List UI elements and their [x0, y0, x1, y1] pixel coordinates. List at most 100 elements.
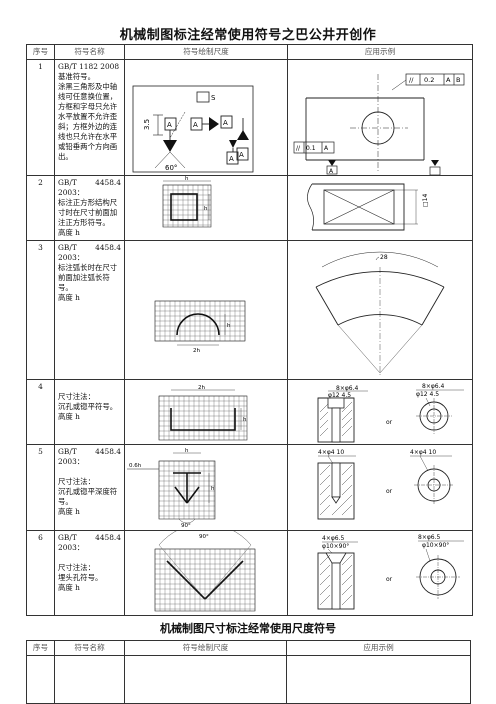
header-drawing: 符号绘制尺度 [124, 44, 288, 60]
table-row [26, 655, 471, 704]
description-line: 涂黑三角形及中轴线可任意换位置，方框和字母只允许水平放置不允许歪斜；方框外边的连… [58, 82, 118, 161]
symbol-drawing: 90° [124, 530, 288, 616]
svg-text:8×φ6.5: 8×φ6.5 [418, 534, 441, 541]
header-example: 应用示例 [287, 44, 473, 60]
svg-text:φ12 4.5: φ12 4.5 [416, 391, 439, 398]
svg-text:A: A [229, 155, 234, 163]
square-symbol-drawing: h h [162, 176, 212, 228]
page-title: 机械制图标注经常使用符号之巴公井开创作 [119, 28, 377, 43]
svg-text://: // [296, 145, 301, 152]
application-example: 4×φ6.5 φ10×90° or 8×φ6.5 φ10×90° [287, 530, 473, 616]
table-row: 4 尺寸注法： 沉孔或锪平符号。 高度 h 2h h [26, 379, 473, 445]
countersink-example-drawing: 4×φ6.5 φ10×90° or 8×φ6.5 φ10×90° [317, 534, 464, 610]
countersink-symbol-drawing: 90° [154, 531, 256, 612]
table-header-row: 序号 符号名称 符号绘制尺度 应用示例 [26, 640, 471, 656]
svg-text:h: h [227, 323, 231, 329]
svg-text:0.1: 0.1 [306, 145, 316, 152]
header-name: 符号名称 [54, 640, 125, 656]
arc-length-example-drawing: 28 [315, 251, 445, 375]
symbols-table: 序号 符号名称 符号绘制尺度 应用示例 1 GB/T 1182 2008 基准符… [26, 44, 473, 616]
svg-text:0.2: 0.2 [424, 76, 434, 84]
row-number: 2 [26, 175, 55, 241]
symbol-drawing: h 2h [124, 240, 288, 380]
svg-text:h: h [185, 448, 189, 454]
datum-example-drawing: // 0.2 A B // 0.1 A [293, 73, 465, 175]
counterbore-example-drawing: 8×φ6.4 φ12 4.5 or 8×φ6.4 φ12 4.5 [317, 383, 464, 443]
svg-text:4×φ6.5: 4×φ6.5 [322, 535, 345, 542]
svg-text:4×φ4 10: 4×φ4 10 [410, 449, 436, 456]
svg-text:A: A [193, 121, 198, 129]
svg-text:2h: 2h [198, 385, 205, 391]
header-example: 应用示例 [286, 640, 471, 656]
standard-code: GB/T 1182 2008 [58, 62, 120, 71]
svg-text:0.6h: 0.6h [129, 463, 142, 469]
svg-text:A: A [446, 76, 451, 84]
svg-text:or: or [386, 488, 393, 495]
row-number: 1 [26, 59, 55, 176]
application-example: 28 [287, 240, 473, 380]
dimension-symbols-table: 序号 符号名称 符号绘制尺度 应用示例 [26, 640, 471, 704]
row-number: 6 [26, 530, 55, 616]
svg-text:4×φ4 10: 4×φ4 10 [318, 449, 344, 456]
depth-symbol-drawing: 0.6h h h 90° [127, 448, 216, 529]
svg-text:A: A [324, 145, 329, 152]
row-number: 3 [26, 240, 55, 380]
svg-text:28: 28 [380, 254, 388, 261]
symbol-drawing: h h [124, 175, 288, 241]
table-header-row: 序号 符号名称 符号绘制尺度 应用示例 [26, 44, 473, 60]
svg-text:φ10×90°: φ10×90° [322, 543, 349, 550]
header-name: 符号名称 [54, 44, 125, 60]
application-example: □14 [287, 175, 473, 241]
section-title: 机械制图尺寸标注经常使用尺度符号 [160, 622, 336, 635]
svg-text:A: A [239, 151, 244, 159]
square-example-drawing: □14 [307, 183, 429, 231]
symbol-description: 尺寸注法： 沉孔或锪平符号。 高度 h [54, 379, 125, 445]
header-index: 序号 [26, 640, 55, 656]
svg-text:A: A [223, 119, 228, 127]
svg-text:8×φ6.4: 8×φ6.4 [336, 385, 359, 392]
application-example: // 0.2 A B // 0.1 A [287, 59, 473, 176]
description-line: 基准符号。 [58, 72, 95, 81]
svg-text://: // [409, 76, 414, 84]
svg-text:A: A [167, 121, 172, 129]
table-row: 1 GB/T 1182 2008 基准符号。 涂黑三角形及中轴线可任意换位置，方… [26, 59, 473, 176]
symbol-drawing: 2h h [124, 379, 288, 445]
datum-symbol-drawing: S 3.5 A 60° A [132, 85, 254, 173]
svg-text:8×φ6.4: 8×φ6.4 [422, 383, 445, 390]
svg-text:2h: 2h [193, 348, 200, 354]
svg-text:S: S [211, 94, 216, 102]
arc-length-symbol-drawing: h 2h [154, 300, 246, 354]
svg-text:h: h [185, 176, 189, 182]
svg-text:or: or [386, 576, 393, 583]
depth-example-drawing: 4×φ4 10 or 4×φ4 10 [317, 449, 454, 520]
svg-text:B: B [456, 76, 460, 84]
header-drawing: 符号绘制尺度 [124, 640, 287, 656]
svg-text:h: h [243, 417, 247, 423]
svg-text:90°: 90° [181, 523, 191, 529]
svg-text:or: or [386, 419, 393, 426]
counterbore-symbol-drawing: 2h h [158, 385, 248, 441]
svg-text:h: h [204, 206, 208, 212]
row-number: 5 [26, 444, 55, 531]
application-example: 4×φ4 10 or 4×φ4 10 [287, 444, 473, 531]
svg-text:φ10×90°: φ10×90° [422, 542, 449, 549]
svg-text:3.5: 3.5 [143, 119, 151, 130]
symbol-drawing: 0.6h h h 90° [124, 444, 288, 531]
svg-text:A: A [329, 168, 334, 175]
svg-text:90°: 90° [199, 534, 209, 540]
svg-text:φ12 4.5: φ12 4.5 [328, 392, 351, 399]
header-index: 序号 [26, 44, 55, 60]
application-example: 8×φ6.4 φ12 4.5 or 8×φ6.4 φ12 4.5 [287, 379, 473, 445]
symbol-description: GB/T 1182 2008 基准符号。 涂黑三角形及中轴线可任意换位置，方框和… [54, 59, 125, 176]
symbol-drawing: S 3.5 A 60° A [124, 59, 288, 176]
row-number: 4 [26, 379, 55, 445]
svg-text:h: h [211, 486, 215, 492]
